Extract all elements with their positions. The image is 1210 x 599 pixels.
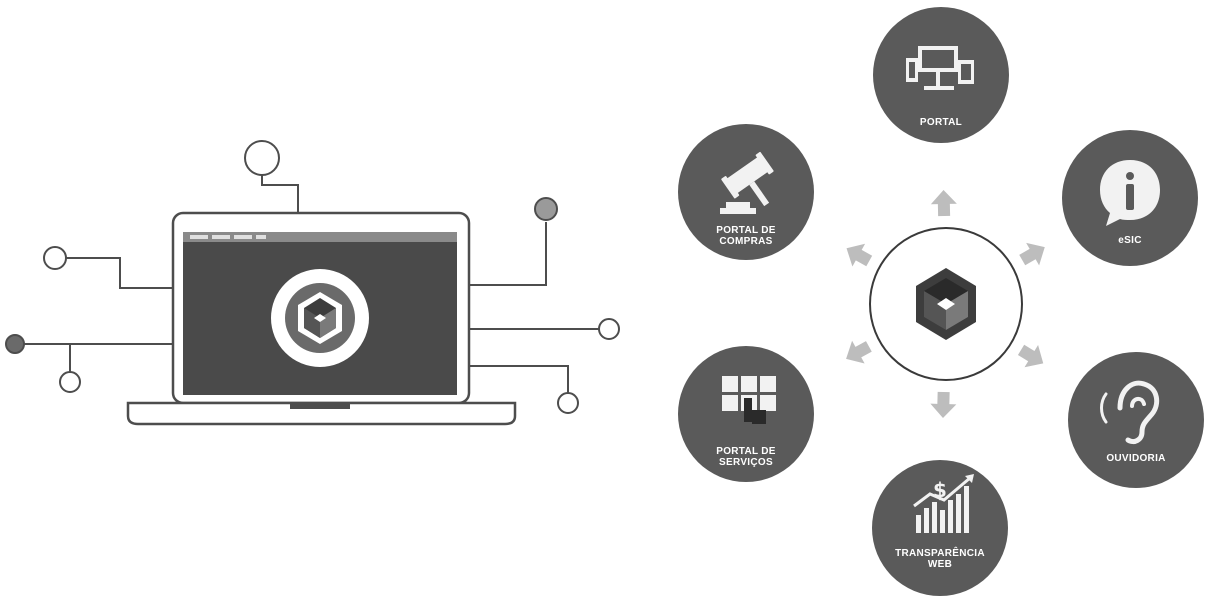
arrow-portal [930,190,957,217]
circuit-connectors [24,175,600,393]
ear-icon [1100,380,1160,445]
money-chart-icon: $ [913,474,974,533]
arrow-servicos [846,340,872,364]
laptop-logo [271,269,369,367]
module-label: PORTAL [920,117,962,128]
info-bubble-icon [1100,160,1160,226]
module-portal[interactable]: PORTAL [873,7,1009,143]
cube-logo-icon [298,292,342,344]
circuit-node [557,392,579,414]
module-compras[interactable]: PORTAL DE COMPRAS [678,124,814,260]
circuit-node [598,318,620,340]
module-label: OUVIDORIA [1106,453,1165,464]
svg-text:$: $ [933,478,947,502]
circuit-node [534,197,558,221]
module-label: TRANSPARÊNCIA [895,546,985,559]
module-servicos[interactable]: PORTAL DE SERVIÇOS [678,346,814,482]
hub-center [869,227,1023,381]
hub-arrows [846,190,1045,418]
laptop-notch [290,403,350,409]
circuit-node [5,334,25,354]
laptop-base [126,401,517,426]
module-esic[interactable]: eSIC [1062,130,1198,266]
arrow-ouvidoria [1017,344,1044,368]
modules-hub: PORTAL eSIC OUVIDORIA [678,7,1204,596]
module-transparencia[interactable]: $ TRANSPARÊNCIA WEB [872,460,1008,596]
arrow-transparencia [930,391,957,418]
laptop-illustration [5,140,620,426]
circuit-node [244,140,280,176]
screen-menu-items [190,235,266,239]
module-ouvidoria[interactable]: OUVIDORIA [1068,352,1204,488]
arrow-esic [1019,242,1045,266]
module-label: eSIC [1118,235,1141,246]
module-label: WEB [928,559,952,570]
gavel-icon [720,151,774,214]
module-label: PORTAL DE [716,446,776,457]
touch-grid-icon [722,376,776,424]
circuit-node [59,371,81,393]
devices-icon [906,46,974,90]
module-label: PORTAL DE [716,225,776,236]
arrow-compras [846,243,873,267]
circuit-node [43,246,67,270]
circuit-nodes [5,140,620,414]
screen-menubar [183,232,457,242]
module-label: COMPRAS [719,236,772,247]
module-label: SERVIÇOS [719,457,773,468]
cube-logo-icon [916,268,976,340]
